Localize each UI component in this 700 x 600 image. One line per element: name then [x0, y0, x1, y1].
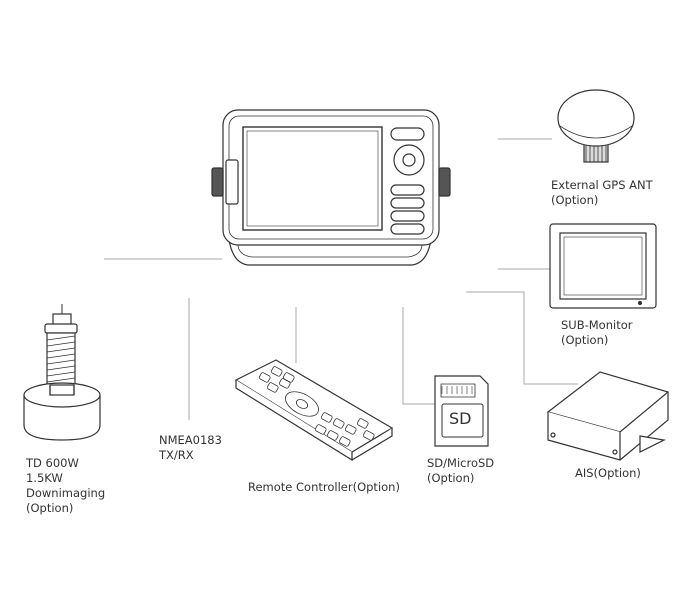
- sub-monitor-label-line2: (Option): [561, 333, 609, 347]
- ais-box: [546, 371, 670, 461]
- ais-label-line1: AIS(Option): [575, 466, 641, 480]
- nmea-label-line2: TX/RX: [159, 448, 194, 462]
- sub-monitor-label: SUB-Monitor (Option): [561, 318, 632, 348]
- line-ais: [466, 291, 578, 385]
- remote-controller: [234, 359, 394, 462]
- nmea-label-line1: NMEA0183: [159, 433, 222, 447]
- sd-label: SD/MicroSD (Option): [427, 456, 494, 486]
- display-screen: [242, 126, 383, 231]
- sd-label-line1: SD/MicroSD: [427, 456, 495, 470]
- sub-monitor-label-line1: SUB-Monitor: [561, 318, 633, 332]
- td-label-line4: (Option): [26, 501, 74, 515]
- td-label-line1: TD 600W: [26, 456, 79, 470]
- sd-card-text: SD: [449, 409, 472, 428]
- connection-lines: [104, 138, 578, 420]
- nmea-label: NMEA0183 TX/RX: [159, 433, 222, 463]
- transducer: [23, 304, 101, 441]
- right-knob: [438, 167, 451, 197]
- sd-label-line2: (Option): [427, 471, 475, 485]
- sd-card-icon: [434, 375, 489, 447]
- gps-antenna: [557, 89, 635, 163]
- remote-label-line1: Remote Controller(Option): [248, 480, 400, 494]
- sub-monitor: [549, 223, 657, 309]
- td-label-line2: 1.5KW: [26, 471, 63, 485]
- gps-label: External GPS ANT (Option): [551, 178, 653, 208]
- gps-label-line1: External GPS ANT: [551, 178, 653, 192]
- remote-label: Remote Controller(Option): [248, 480, 400, 495]
- gps-label-line2: (Option): [551, 193, 599, 207]
- main-display-unit: [211, 109, 451, 266]
- left-knob: [211, 167, 224, 197]
- line-sd: [402, 307, 440, 405]
- td-label-line3: Downimaging: [26, 486, 106, 500]
- td-label: TD 600W 1.5KW Downimaging (Option): [26, 456, 105, 516]
- ais-label: AIS(Option): [575, 466, 641, 481]
